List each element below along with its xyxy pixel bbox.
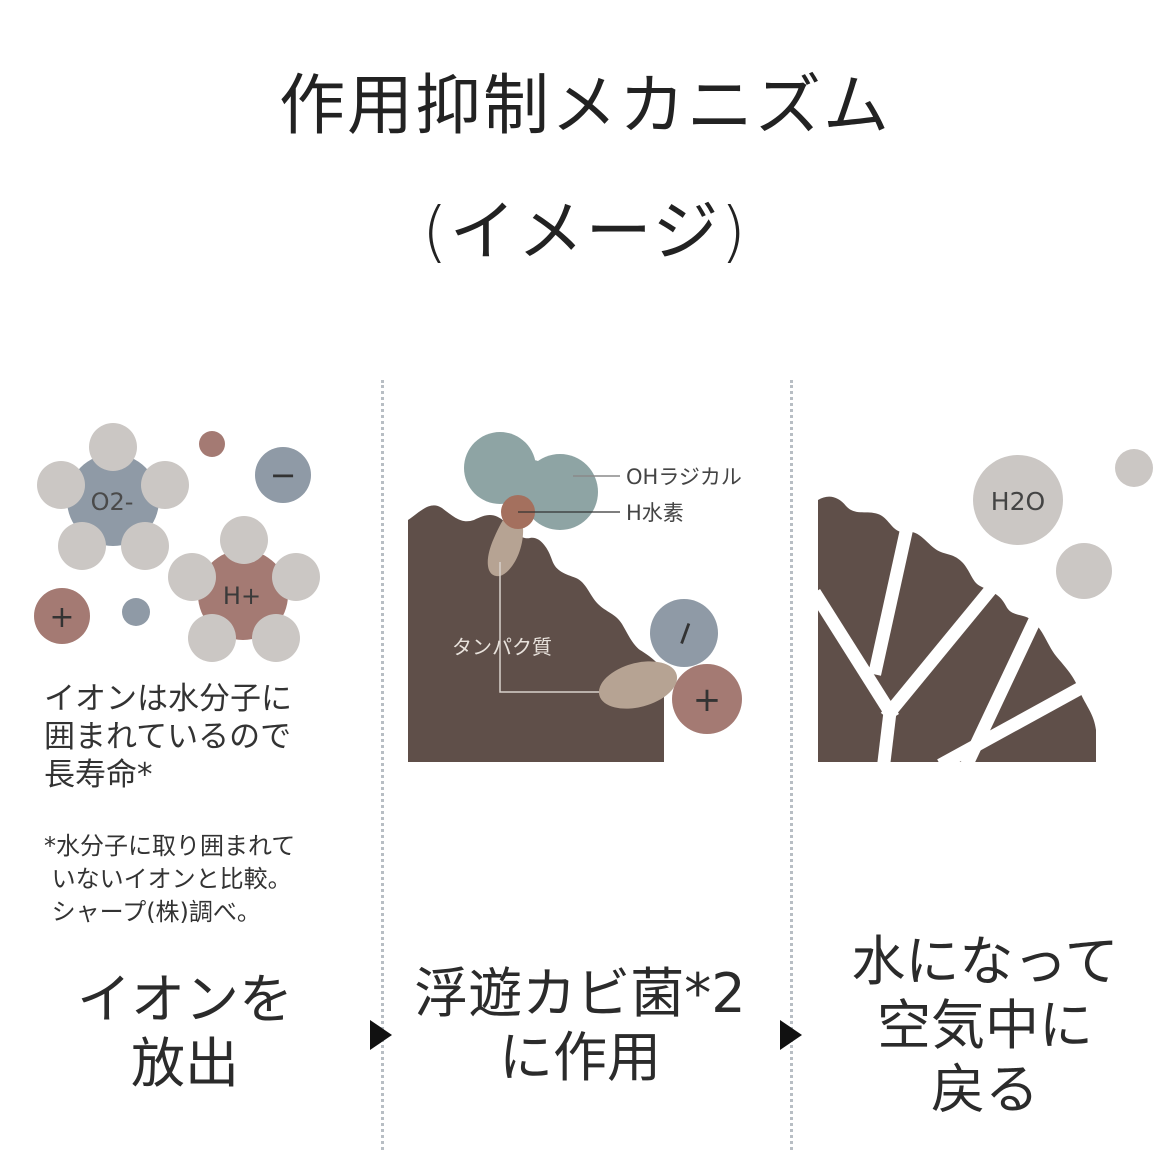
water-return-diagram: H2O: [809, 449, 1153, 770]
water-particle: [1115, 449, 1153, 487]
crack-lines: [809, 524, 1097, 770]
positive-ion-symbol: +: [49, 600, 74, 635]
water-molecule: [89, 423, 137, 471]
water-molecule: [168, 553, 216, 601]
water-molecule: [220, 516, 268, 564]
o2-ion-label: O2-: [91, 488, 134, 516]
protein-leader-line: [499, 562, 610, 693]
title-line-2: (イメージ): [421, 193, 749, 270]
water-molecule: [141, 461, 189, 509]
water-molecule: [973, 455, 1063, 545]
water-particle: [1056, 543, 1112, 599]
h-hydrogen-label: H水素: [626, 501, 684, 525]
ion-release-diagram: O2- − + H+: [34, 423, 320, 662]
water-molecule: [272, 553, 320, 601]
negative-ion: [650, 599, 718, 667]
title-line-1: 作用抑制メカニズム: [279, 67, 891, 144]
water-molecule: [121, 522, 169, 570]
small-positive-particle: [199, 431, 225, 457]
o2-ion-core: [67, 454, 159, 546]
small-negative-particle: [122, 598, 150, 626]
protein-fragment: [598, 661, 678, 709]
negative-ion-symbol: −: [270, 456, 297, 494]
water-molecule: [252, 614, 300, 662]
divider-right: [790, 380, 793, 1150]
step-2-label: 浮遊カビ菌*2 に作用: [414, 962, 746, 1089]
ion-footnote: *水分子に取り囲まれて いないイオンと比較。 シャープ(株)調べ。: [44, 832, 296, 926]
step-1-label: イオンを 放出: [77, 968, 293, 1095]
positive-ion: [672, 664, 742, 734]
water-molecule: [37, 461, 85, 509]
ion-description: イオンは水分子に 囲まれているので 長寿命*: [44, 681, 292, 793]
arrow-2-icon: [780, 1020, 802, 1050]
step-3-label: 水になって 空気中に 戻る: [851, 930, 1119, 1121]
mold-surface: [408, 505, 664, 762]
water-molecule: [58, 522, 106, 570]
h2o-label: H2O: [991, 487, 1045, 516]
positive-ion: [34, 588, 90, 644]
protein-label: タンパク質: [452, 635, 552, 659]
mold-action-diagram: − + OHラジカル H水素 タンパク質: [408, 432, 742, 762]
water-molecule: [188, 614, 236, 662]
oh-radical-label: OHラジカル: [626, 465, 742, 489]
divider-left: [381, 380, 384, 1150]
arrow-1-icon: [370, 1020, 392, 1050]
oh-radical-blob: [512, 460, 552, 500]
positive-ion-symbol: +: [693, 680, 722, 720]
h-ion-label: H+: [223, 582, 261, 610]
negative-ion: [255, 447, 311, 503]
